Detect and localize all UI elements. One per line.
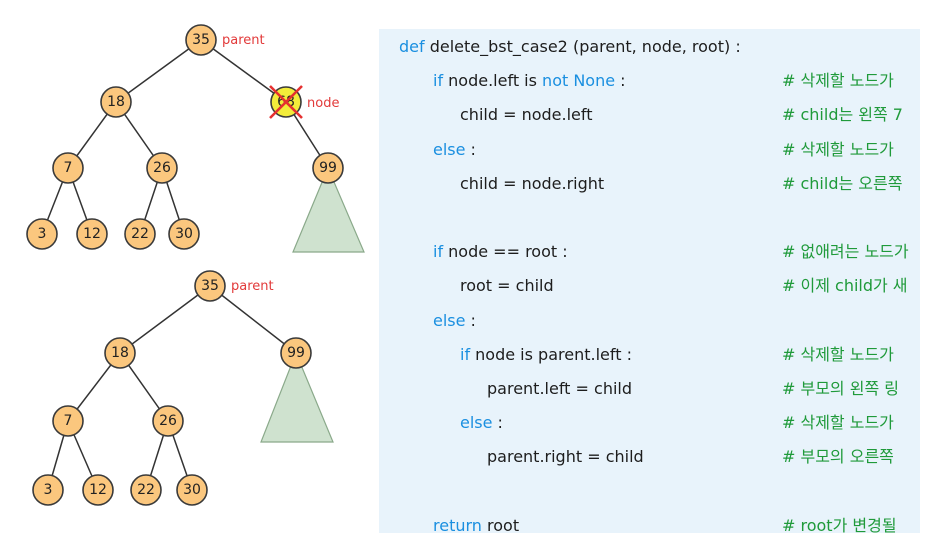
tree-node: 35 (194, 270, 226, 302)
tree-node: 26 (152, 405, 184, 437)
svg-text:7: 7 (64, 413, 73, 429)
code-line: if node is parent.left : (460, 343, 632, 367)
code-line: parent.left = child (487, 377, 632, 401)
code-keyword: else (460, 413, 493, 433)
code-comment: # child는 오른쪽 (782, 173, 903, 193)
code-text: delete_bst_case2 (parent, node, root) : (424, 37, 741, 56)
code-text: : (492, 413, 503, 433)
code-comment: # 삭제할 노드가 (782, 344, 894, 364)
code-line: else : (433, 309, 476, 333)
parent-label: parent (231, 279, 274, 294)
code-line: if node.left is not None : (433, 69, 626, 93)
tree-node: 30 (176, 474, 208, 506)
code-comment: # 부모의 오른쪽 (782, 447, 894, 467)
svg-text:99: 99 (287, 345, 305, 361)
svg-text:26: 26 (159, 413, 177, 429)
tree-after: 35 18 99 7 26 3 12 22 30 parent (32, 270, 334, 506)
tree-node: 18 (104, 337, 136, 369)
tree-before: 35 18 68 7 26 99 3 12 22 30 parent node (26, 24, 365, 253)
code-line: else : (460, 411, 503, 435)
code-keyword: if (460, 344, 471, 364)
code-line: if node == root : (433, 240, 568, 264)
edge (119, 285, 211, 354)
code-line: child = node.left (460, 103, 593, 127)
code-text: parent.right = child (487, 447, 644, 467)
code-comment: # 없애려는 노드가 (782, 242, 909, 262)
svg-text:12: 12 (83, 226, 101, 242)
code-comment: # 이제 child가 새 (782, 276, 908, 296)
tree-node: 18 (100, 86, 132, 118)
svg-text:26: 26 (153, 160, 171, 176)
svg-text:7: 7 (64, 160, 73, 176)
code-text: : (465, 139, 476, 159)
code-text: node.left is (443, 71, 543, 91)
svg-text:12: 12 (89, 482, 107, 498)
code-keyword: if (433, 242, 444, 262)
code-line: def delete_bst_case2 (parent, node, root… (399, 35, 741, 59)
svg-text:99: 99 (319, 160, 337, 176)
code-text: child = node.right (460, 173, 605, 193)
code-text: root = child (460, 276, 554, 296)
code-line: parent.right = child (487, 445, 644, 469)
tree-node: 7 (52, 152, 84, 184)
code-comment: # 삭제할 노드가 (782, 413, 894, 433)
svg-text:3: 3 (38, 226, 47, 242)
code-keyword: else (433, 139, 466, 159)
code-text: parent.left = child (487, 379, 633, 398)
code-text: node is parent.left : (470, 344, 632, 364)
svg-text:22: 22 (137, 482, 155, 498)
tree-node: 3 (32, 474, 64, 506)
tree-node: 22 (130, 474, 162, 506)
svg-text:30: 30 (175, 226, 193, 242)
svg-text:22: 22 (131, 226, 149, 242)
code-comment: # 삭제할 노드가 (782, 71, 894, 91)
tree-node: 35 (185, 24, 217, 56)
subtree-triangle (292, 166, 365, 253)
code-text: : (615, 71, 626, 91)
tree-node: 7 (52, 405, 84, 437)
tree-node: 26 (146, 152, 178, 184)
code-text: : (465, 310, 476, 330)
code-line: else : (433, 138, 476, 162)
code-text: root (481, 515, 520, 533)
code-comment: # 삭제할 노드가 (782, 139, 894, 159)
code-text: child = node.left (460, 105, 593, 125)
svg-text:18: 18 (107, 94, 125, 110)
code-line: return root (433, 514, 519, 533)
code-text: node == root : (443, 242, 568, 262)
code-keyword: if (433, 71, 444, 91)
tree-node: 12 (76, 218, 108, 250)
tree-node: 22 (124, 218, 156, 250)
code-line: root = child (460, 274, 554, 298)
code-comment: # root가 변경될 (782, 515, 897, 533)
subtree-triangle (260, 351, 334, 443)
svg-text:35: 35 (201, 278, 219, 294)
tree-node: 99 (280, 337, 312, 369)
code-comment: # 부모의 왼쪽 링 (782, 379, 899, 398)
svg-text:18: 18 (111, 345, 129, 361)
code-keyword: def (399, 37, 425, 56)
svg-text:35: 35 (192, 32, 210, 48)
edge (200, 39, 287, 103)
code-panel: def delete_bst_case2 (parent, node, root… (379, 29, 920, 533)
code-keyword: not None (542, 71, 616, 91)
tree-node: 12 (82, 474, 114, 506)
edge (209, 285, 297, 354)
tree-node: 30 (168, 218, 200, 250)
tree-node: 3 (26, 218, 58, 250)
code-keyword: return (433, 515, 482, 533)
svg-text:30: 30 (183, 482, 201, 498)
code-comment: # child는 왼쪽 7 (782, 105, 903, 125)
code-keyword: else (433, 310, 466, 330)
bst-diagram: 35 18 68 7 26 99 3 12 22 30 parent node … (26, 24, 365, 506)
delete-x-icon (269, 85, 303, 119)
tree-node: 99 (312, 152, 344, 184)
parent-label: parent (222, 33, 265, 48)
code-line: child = node.right (460, 172, 604, 196)
svg-text:3: 3 (44, 482, 53, 498)
edge (115, 39, 202, 103)
node-label: node (307, 96, 339, 111)
